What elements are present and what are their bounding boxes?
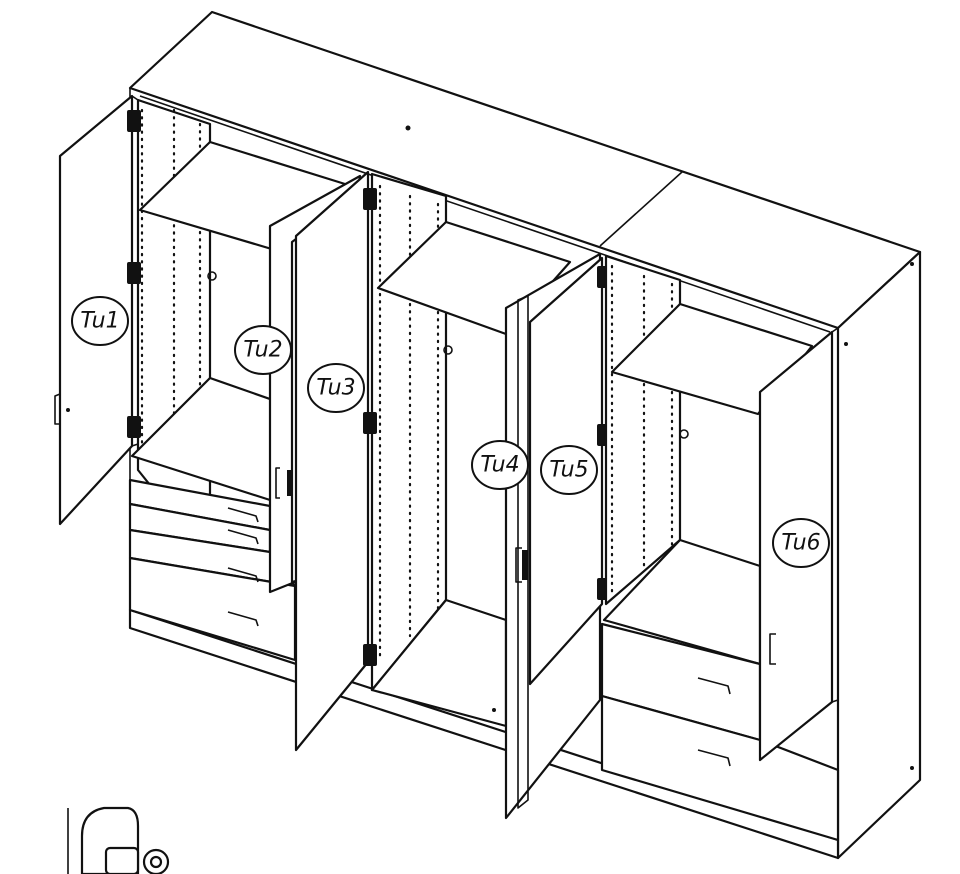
door-callouts: Tu1 Tu2 Tu3 Tu4 Tu5 Tu6 [71, 296, 830, 568]
callout-ring [71, 296, 129, 346]
clothes-rail-end [679, 429, 689, 439]
door-knob-point [844, 342, 848, 346]
hinge [127, 262, 141, 284]
handle-block [522, 550, 528, 580]
door-knob-point [66, 408, 70, 412]
drawer-handle[interactable] [697, 677, 731, 695]
carcass-right-side-panel [836, 250, 922, 860]
middle-compartment [370, 172, 572, 728]
hinge [127, 110, 141, 132]
right-upper-shelf [610, 302, 814, 416]
drawer-2[interactable] [600, 694, 840, 842]
callout-ring [471, 440, 529, 490]
callout-label: Tu5 [549, 458, 588, 483]
left-compartment [128, 98, 347, 662]
top-dowel-hole [405, 125, 411, 131]
side-screw-hole-top [910, 262, 914, 266]
door-handle[interactable] [275, 467, 280, 499]
drawer-handle[interactable] [227, 611, 259, 627]
cam-lock-body [104, 846, 140, 874]
door-panel[interactable] [294, 170, 370, 752]
clothes-rail-end [443, 345, 453, 355]
top-front-edge [139, 95, 831, 333]
top-panel-seam [599, 171, 683, 247]
side-screw-hole-bottom [910, 766, 914, 770]
handle-block [287, 470, 293, 496]
left-drawer-stack [128, 478, 297, 662]
right-compartment [600, 254, 840, 842]
callout-ring [540, 445, 598, 495]
cam-lock-screw-center [149, 855, 163, 869]
door-tu3[interactable] [294, 170, 377, 752]
door-handle[interactable] [515, 547, 522, 583]
drawer-handle[interactable] [227, 507, 259, 523]
door-edge [131, 95, 139, 447]
callout-ring [234, 325, 292, 375]
door-edge [831, 327, 839, 703]
drawer-handle[interactable] [227, 567, 259, 583]
callout-label: Tu3 [316, 376, 355, 401]
hinge [363, 412, 377, 434]
callout-ring [772, 518, 830, 568]
callout-tu2: Tu2 [234, 325, 292, 375]
clothes-rail-end [207, 271, 217, 281]
callout-tu3: Tu3 [307, 363, 365, 413]
callout-tu1: Tu1 [71, 296, 129, 346]
callout-label: Tu2 [243, 338, 282, 363]
door-edge [517, 295, 529, 809]
callout-label: Tu6 [781, 531, 820, 556]
hinge [363, 188, 377, 210]
callout-ring [307, 363, 365, 413]
callout-tu4: Tu4 [471, 440, 529, 490]
drawer-handle[interactable] [227, 529, 259, 545]
callout-tu6: Tu6 [772, 518, 830, 568]
floor-dowel-hole [492, 708, 496, 712]
drawer-handle[interactable] [697, 749, 731, 767]
callout-label: Tu1 [80, 309, 119, 334]
door-handle[interactable] [54, 393, 61, 425]
door-handle[interactable] [769, 633, 776, 665]
callout-tu5: Tu5 [540, 445, 598, 495]
hinge [127, 416, 141, 438]
callout-label: Tu4 [480, 453, 519, 478]
hinge [363, 644, 377, 666]
hinge-detail-inset [67, 806, 170, 874]
